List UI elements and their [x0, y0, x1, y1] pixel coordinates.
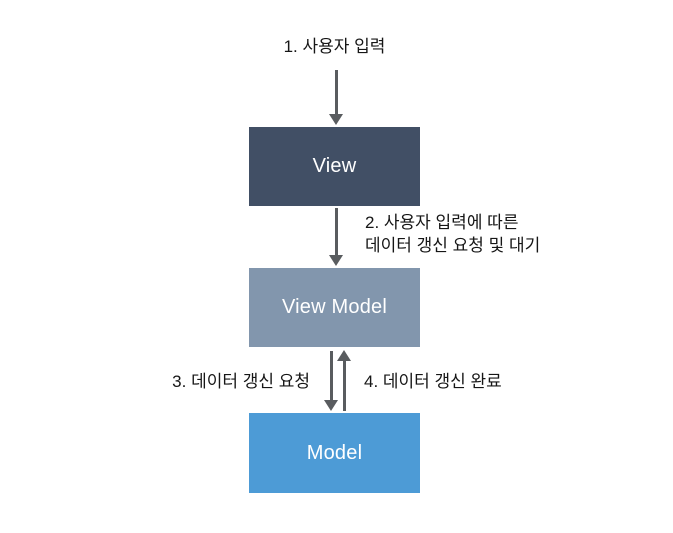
arrow-up-model-to-viewmodel	[337, 350, 351, 411]
node-model-label: Model	[306, 441, 363, 464]
arrow-down-viewmodel-to-model	[324, 351, 338, 411]
arrow-shaft	[329, 351, 333, 402]
step4-data-refresh-complete-label: 4. 데이터 갱신 완료	[364, 372, 502, 391]
node-model: Model	[249, 413, 420, 493]
step2-label-line1: 2. 사용자 입력에 따른	[365, 213, 519, 232]
step1-user-input-label: 1. 사용자 입력	[283, 37, 386, 56]
step3-data-refresh-request-label: 3. 데이터 갱신 요청	[172, 372, 310, 391]
arrow-shaft	[334, 70, 338, 116]
node-view: View	[249, 127, 420, 206]
node-view-model-label: View Model	[281, 296, 388, 318]
arrow-down-user-input-to-view	[329, 70, 343, 125]
arrow-shaft	[334, 208, 338, 257]
arrow-shaft	[342, 359, 346, 411]
node-view-label: View	[312, 155, 357, 177]
step2-label-line2: 데이터 갱신 요청 및 대기	[365, 236, 541, 255]
step2-data-refresh-request-label: 2. 사용자 입력에 따른 데이터 갱신 요청 및 대기	[365, 211, 540, 257]
arrow-down-view-to-viewmodel	[329, 208, 343, 266]
node-view-model: View Model	[249, 268, 420, 347]
